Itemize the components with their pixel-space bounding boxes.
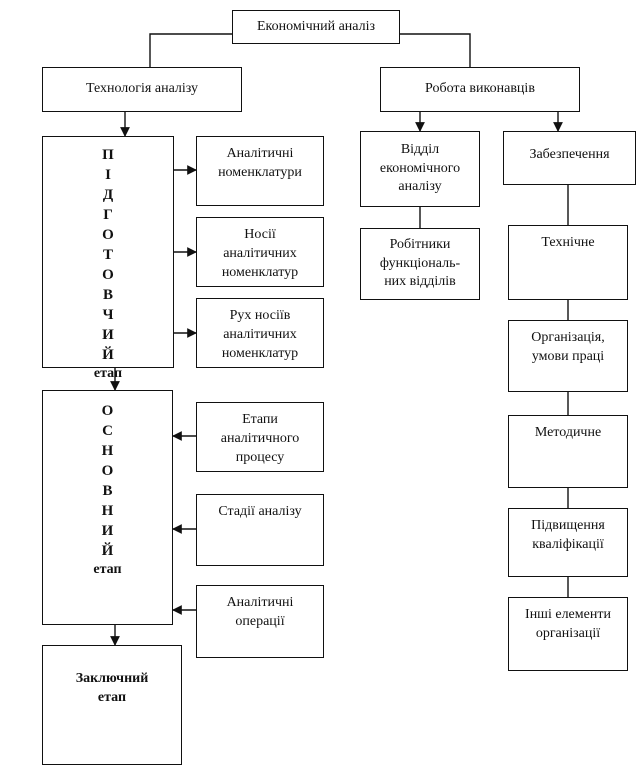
- support-technical-box: Технічне: [508, 225, 628, 300]
- prep-letter: Д: [102, 187, 114, 203]
- workers-line: них відділів: [384, 274, 456, 290]
- technology-box: Технологія аналізу: [42, 67, 242, 112]
- main-letter: В: [102, 483, 113, 499]
- line-root-to-workers: [400, 33, 471, 67]
- prep-letter: Г: [103, 207, 113, 223]
- prep-letter: Й: [102, 347, 114, 363]
- main-item-process-stages: Етапи аналітичного процесу: [196, 402, 324, 472]
- item-line: аналітичних: [223, 245, 297, 261]
- item-line: Етапи: [242, 412, 278, 427]
- item-line: аналітичного: [220, 430, 300, 446]
- dept-line: Відділ: [400, 141, 440, 157]
- final-stage-box: Заключний етап: [42, 645, 182, 765]
- prep-item-carrier-movement: Рух носіїв аналітичних номенклатур: [196, 298, 324, 368]
- main-item-operations: Аналітичні операції: [196, 585, 324, 658]
- item-line: Аналітичні: [226, 595, 294, 610]
- prep-letter: В: [102, 287, 113, 303]
- chain-line: Методичне: [534, 425, 602, 440]
- main-letter: Й: [101, 543, 114, 559]
- item-line: процесу: [235, 449, 285, 465]
- prep-letter: Т: [102, 247, 113, 263]
- item-line: Аналітичні: [226, 146, 294, 161]
- workers-box: Робота виконавців: [380, 67, 580, 112]
- item-line: Стадії аналізу: [218, 504, 302, 519]
- final-line: Заключний: [75, 671, 149, 686]
- prep-letter: П: [102, 147, 114, 163]
- prep-etap-label: етап: [93, 366, 123, 381]
- item-line: Рух носіїв: [229, 308, 291, 323]
- root-box: Економічний аналіз: [232, 10, 400, 44]
- chain-line: Підвищення: [531, 518, 605, 533]
- support-box: Забезпечення: [503, 131, 636, 185]
- chain-line: Технічне: [541, 235, 595, 250]
- dept-line: аналізу: [398, 179, 442, 195]
- dept-box: Відділ економічного аналізу: [360, 131, 480, 207]
- main-letter: С: [102, 423, 113, 439]
- item-line: номенклатури: [218, 164, 302, 180]
- dept-line: економічного: [379, 160, 461, 176]
- item-line: операції: [235, 613, 285, 629]
- prep-letter: І: [105, 167, 111, 183]
- support-organization-box: Організація, умови праці: [508, 320, 628, 392]
- prep-letter: О: [102, 227, 114, 243]
- item-line: Носії: [244, 227, 276, 242]
- technology-title: Технологія аналізу: [85, 81, 199, 97]
- chain-line: Інші елементи: [525, 607, 611, 622]
- support-qualification-box: Підвищення кваліфікації: [508, 508, 628, 577]
- prep-letter: Ч: [102, 307, 114, 323]
- prep-letter: И: [102, 327, 114, 343]
- workers-line: функціональ-: [379, 255, 461, 271]
- prep-item-carriers: Носії аналітичних номенклатур: [196, 217, 324, 287]
- main-stage-box: О С Н О В Н И Й етап: [42, 390, 173, 625]
- prep-letter: О: [102, 267, 114, 283]
- root-label: Економічний аналіз: [256, 18, 376, 34]
- support-methodical-box: Методичне: [508, 415, 628, 488]
- item-line: аналітичних: [223, 326, 297, 342]
- workers-line: Робітники: [389, 236, 451, 252]
- final-line: етап: [97, 689, 127, 705]
- support-other-box: Інші елементи організації: [508, 597, 628, 671]
- chain-line: організації: [535, 625, 601, 641]
- main-letter: О: [101, 403, 114, 419]
- main-letter: О: [101, 463, 114, 479]
- item-line: номенклатур: [221, 345, 299, 361]
- main-etap-label: етап: [93, 562, 122, 577]
- functional-workers-box: Робітники функціональ- них відділів: [360, 228, 480, 300]
- line-root-to-technology: [149, 33, 232, 67]
- chain-line: умови праці: [531, 348, 605, 364]
- support-title: Забезпечення: [529, 147, 610, 162]
- main-letter: И: [101, 523, 114, 539]
- prep-stage-box: П І Д Г О Т О В Ч И Й етап: [42, 136, 174, 381]
- chain-line: кваліфікації: [532, 536, 604, 552]
- workers-title: Робота виконавців: [425, 81, 535, 97]
- chain-line: Організація,: [531, 330, 605, 345]
- main-letter: Н: [101, 503, 114, 519]
- item-line: номенклатур: [221, 264, 299, 280]
- prep-item-nomenclatures: Аналітичні номенклатури: [196, 136, 324, 206]
- main-letter: Н: [101, 443, 114, 459]
- main-item-analysis-phases: Стадії аналізу: [196, 494, 324, 566]
